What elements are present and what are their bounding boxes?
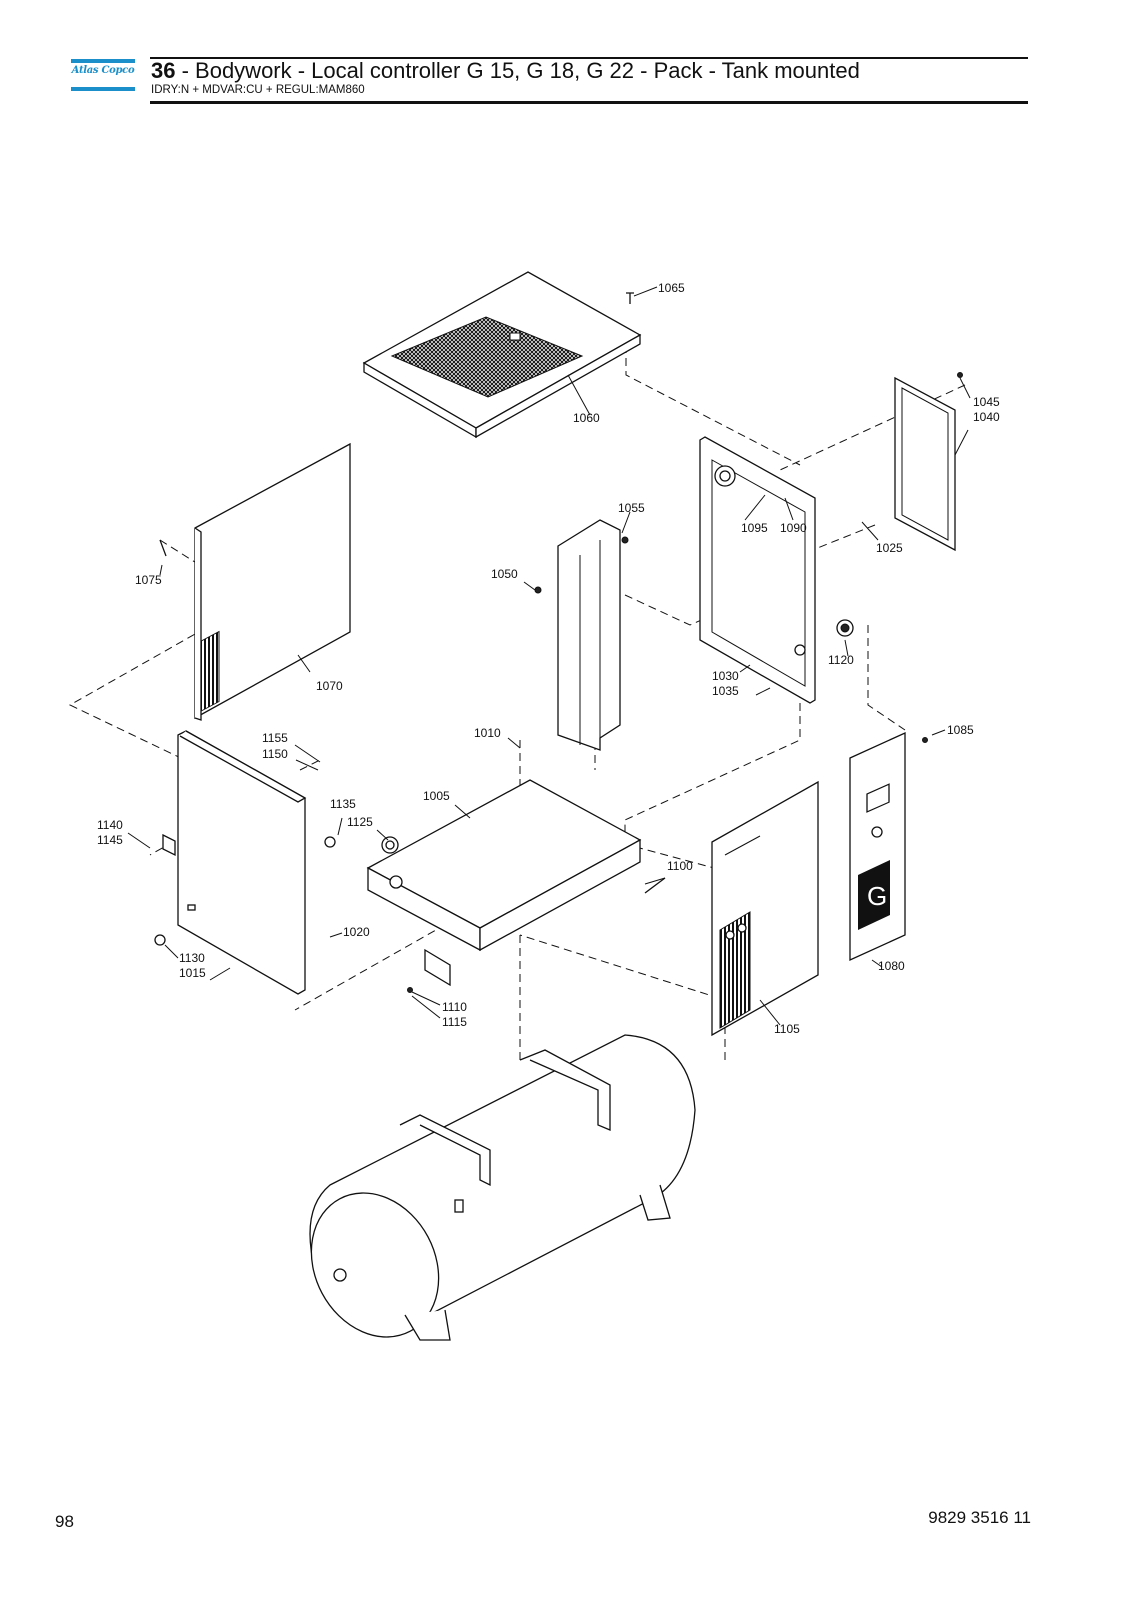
atlas-copco-logo: Atlas Copco (71, 59, 135, 95)
page-number: 98 (55, 1512, 74, 1531)
controller-panel-1080: G (849, 731, 928, 962)
label-1055: 1055 (618, 501, 645, 515)
label-1130: 1130 (179, 951, 205, 965)
part-labels: 1065 1060 1045 1040 1055 1095 1090 1025 … (97, 281, 1000, 1036)
label-1065: 1065 (658, 281, 685, 295)
label-1135: 1135 (330, 797, 356, 811)
section-number: 36 (151, 58, 176, 83)
label-1095: 1095 (741, 521, 768, 535)
label-1070: 1070 (316, 679, 343, 693)
panel-letter: G (867, 881, 887, 911)
section-title: - Bodywork - Local controller G 15, G 18… (175, 58, 860, 83)
label-1080: 1080 (878, 959, 905, 973)
label-1100: 1100 (667, 859, 693, 873)
leader-lines (127, 286, 971, 1026)
label-1115: 1115 (442, 1015, 467, 1029)
label-1140: 1140 (97, 818, 123, 832)
label-1040: 1040 (973, 410, 1000, 424)
document-number: 9829 3516 11 (928, 1508, 1031, 1527)
base-frame-1005 (324, 779, 666, 952)
door-1040 (894, 372, 963, 552)
label-1010: 1010 (474, 726, 501, 740)
label-1125: 1125 (347, 815, 373, 829)
label-1120: 1120 (828, 653, 854, 667)
screw-1075 (159, 539, 167, 557)
page-subtitle: IDRY:N + MDVAR:CU + REGUL:MAM860 (151, 84, 365, 96)
air-receiver-tank (309, 1034, 696, 1341)
label-1110: 1110 (442, 1000, 467, 1014)
top-cover-1060 (362, 271, 642, 439)
label-1150: 1150 (262, 747, 288, 761)
front-panel-1015 (154, 730, 307, 995)
header-rule-bottom (150, 101, 1028, 104)
label-1155: 1155 (262, 731, 288, 745)
rear-frame-1030 (699, 436, 854, 704)
label-1005: 1005 (423, 789, 450, 803)
label-1025: 1025 (876, 541, 903, 555)
screw-1065 (626, 292, 634, 304)
page-title: 36 - Bodywork - Local controller G 15, G… (151, 58, 860, 84)
logo-bar-bottom (71, 87, 135, 91)
label-1090: 1090 (780, 521, 807, 535)
label-1050: 1050 (491, 567, 518, 581)
label-1105: 1105 (774, 1022, 800, 1036)
logo-text: Atlas Copco (71, 65, 135, 76)
label-1145: 1145 (97, 833, 123, 847)
label-1045: 1045 (973, 395, 1000, 409)
label-1030: 1030 (712, 669, 739, 683)
logo-bar-top (71, 59, 135, 63)
label-1060: 1060 (573, 411, 600, 425)
plate-1110 (407, 948, 451, 993)
label-1085: 1085 (947, 723, 974, 737)
label-1020: 1020 (343, 925, 370, 939)
side-panel-1070 (194, 442, 351, 721)
label-1035: 1035 (712, 684, 739, 698)
label-1015: 1015 (179, 966, 206, 980)
label-1075: 1075 (135, 573, 162, 587)
header-rule-top (150, 57, 1028, 59)
column-1050 (534, 519, 629, 751)
front-panel-1105 (711, 780, 819, 1037)
